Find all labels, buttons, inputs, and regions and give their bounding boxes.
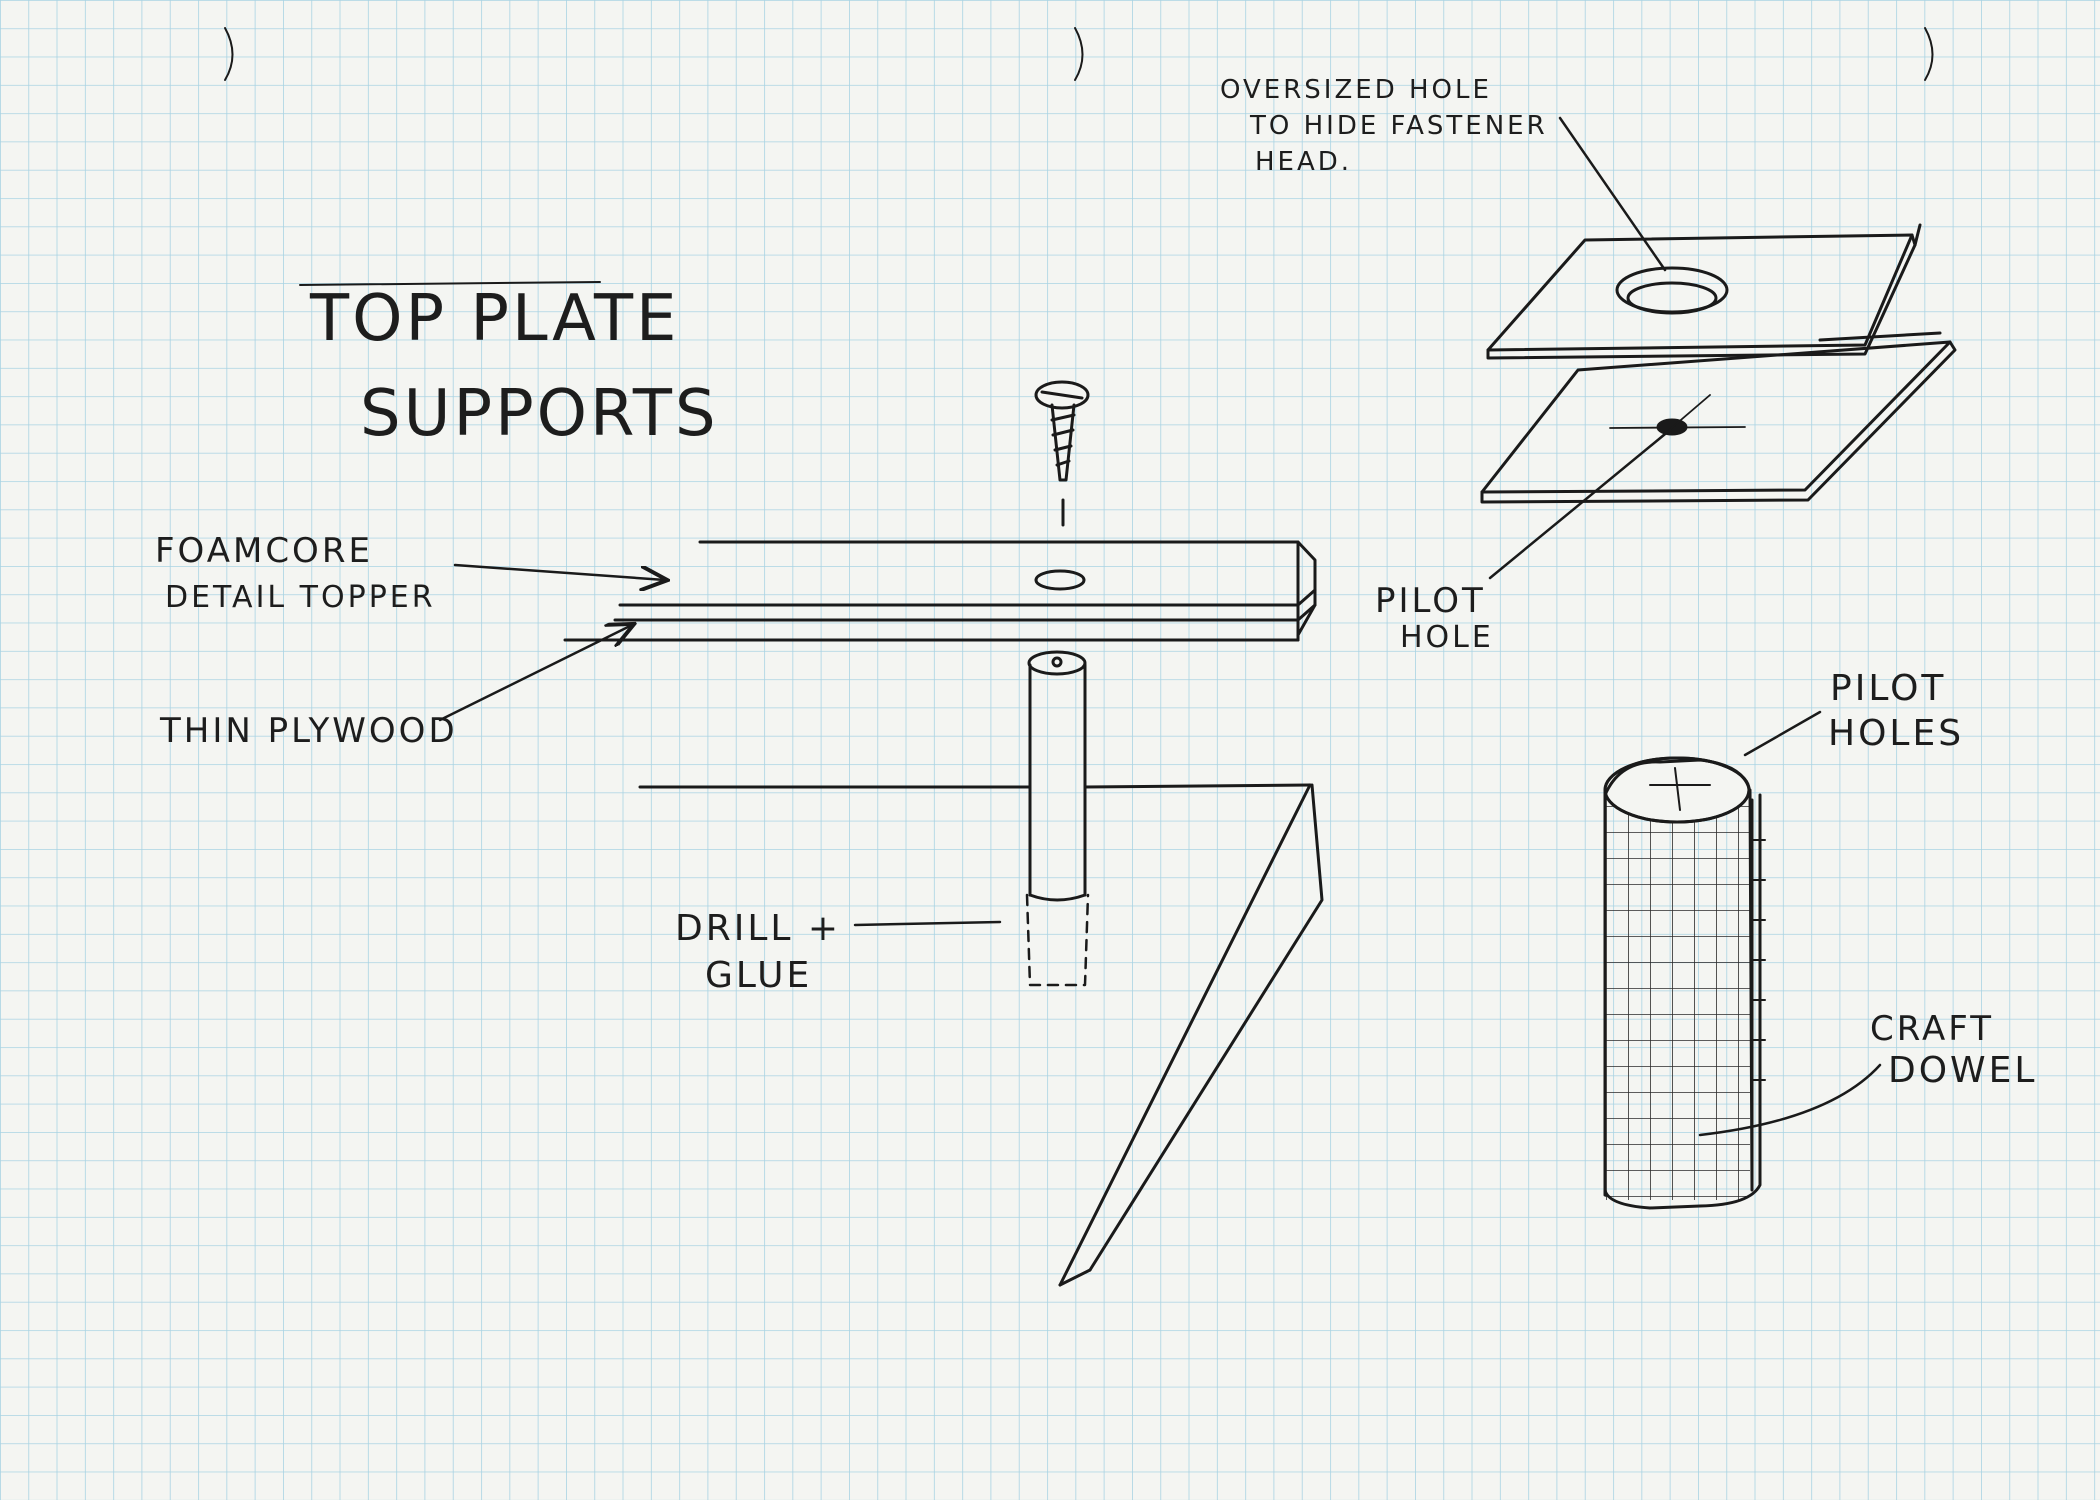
svg-text:HOLE: HOLE	[1400, 620, 1494, 655]
top-plate	[1486, 223, 1942, 360]
svg-text:HOLES: HOLES	[1828, 713, 1964, 754]
svg-text:DETAIL TOPPER: DETAIL TOPPER	[165, 580, 436, 615]
svg-text:GLUE: GLUE	[705, 955, 812, 996]
svg-text:TO HIDE FASTENER: TO HIDE FASTENER	[1249, 111, 1548, 141]
svg-text:OVERSIZED HOLE: OVERSIZED HOLE	[1220, 75, 1492, 105]
title-line-2: SUPPORTS	[360, 377, 719, 451]
bottom-plate	[1480, 340, 1957, 504]
svg-text:PILOT: PILOT	[1830, 668, 1946, 709]
board-pilot-hole	[1034, 569, 1086, 591]
svg-text:CRAFT: CRAFT	[1870, 1009, 1994, 1049]
label-thin-plywood: THIN PLYWOOD	[159, 625, 632, 751]
label-pilot-hole: PILOT HOLE	[1375, 428, 1672, 655]
svg-text:DOWEL: DOWEL	[1888, 1050, 2037, 1091]
screw-icon	[1034, 380, 1090, 527]
dowel-in-table	[1025, 650, 1090, 987]
label-pilot-holes: PILOT HOLES	[1743, 668, 1964, 757]
svg-text:PILOT: PILOT	[1375, 581, 1486, 621]
punch-holes	[224, 27, 1934, 81]
svg-text:FOAMCORE: FOAMCORE	[155, 531, 373, 571]
svg-text:THIN PLYWOOD: THIN PLYWOOD	[159, 711, 458, 751]
title: TOP PLATE SUPPORTS	[299, 281, 719, 451]
svg-text:DRILL +: DRILL +	[675, 908, 841, 949]
label-foamcore: FOAMCORE DETAIL TOPPER	[155, 531, 665, 615]
svg-text:HEAD.: HEAD.	[1255, 147, 1352, 177]
title-line-1: TOP PLATE	[309, 282, 679, 356]
label-drill-glue: DRILL + GLUE	[675, 908, 1002, 996]
label-oversized-hole: OVERSIZED HOLE TO HIDE FASTENER HEAD.	[1220, 75, 1667, 272]
craft-dowel	[1603, 756, 1766, 1210]
table-edge	[638, 783, 1324, 1287]
stacked-board	[563, 540, 1317, 642]
label-craft-dowel: CRAFT DOWEL	[1698, 1009, 2037, 1137]
